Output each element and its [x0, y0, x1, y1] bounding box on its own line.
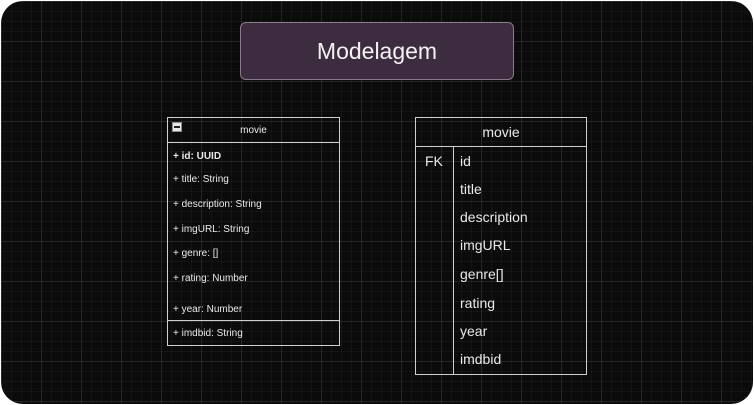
uml-class-box[interactable]: movie + id: UUID + title: String + descr… — [167, 117, 340, 346]
uml-class-name: movie — [240, 124, 267, 136]
uml-attribute[interactable]: + title: String — [173, 174, 229, 185]
er-key-label: FK — [425, 153, 443, 169]
er-table-name: movie — [482, 124, 520, 140]
uml-attribute[interactable]: + imgURL: String — [173, 224, 250, 235]
uml-attribute[interactable]: + description: String — [173, 199, 262, 210]
er-field[interactable]: genre[] — [460, 266, 504, 282]
uml-class-header: movie — [168, 118, 339, 143]
er-table-box[interactable]: movie FK id title description imgURL gen… — [415, 117, 587, 375]
er-field[interactable]: title — [460, 181, 482, 197]
er-field[interactable]: imgURL — [460, 237, 511, 253]
title-box[interactable]: Modelagem — [240, 22, 514, 80]
er-field[interactable]: description — [460, 209, 528, 225]
uml-attribute[interactable]: + rating: Number — [173, 273, 248, 284]
collapse-icon[interactable] — [172, 122, 182, 132]
er-field[interactable]: year — [460, 323, 488, 339]
uml-attribute[interactable]: + genre: [] — [173, 248, 219, 259]
er-field[interactable]: id — [460, 153, 471, 169]
uml-attribute[interactable]: + imdbid: String — [173, 328, 243, 339]
er-key-divider — [453, 147, 454, 374]
er-field[interactable]: imdbid — [460, 351, 502, 367]
er-table-header: movie — [416, 118, 586, 147]
uml-attribute[interactable]: + year: Number — [173, 304, 243, 315]
uml-separator — [168, 320, 339, 321]
diagram-title: Modelagem — [316, 37, 438, 64]
uml-attribute[interactable]: + id: UUID — [173, 151, 222, 162]
er-field[interactable]: rating — [460, 295, 496, 311]
